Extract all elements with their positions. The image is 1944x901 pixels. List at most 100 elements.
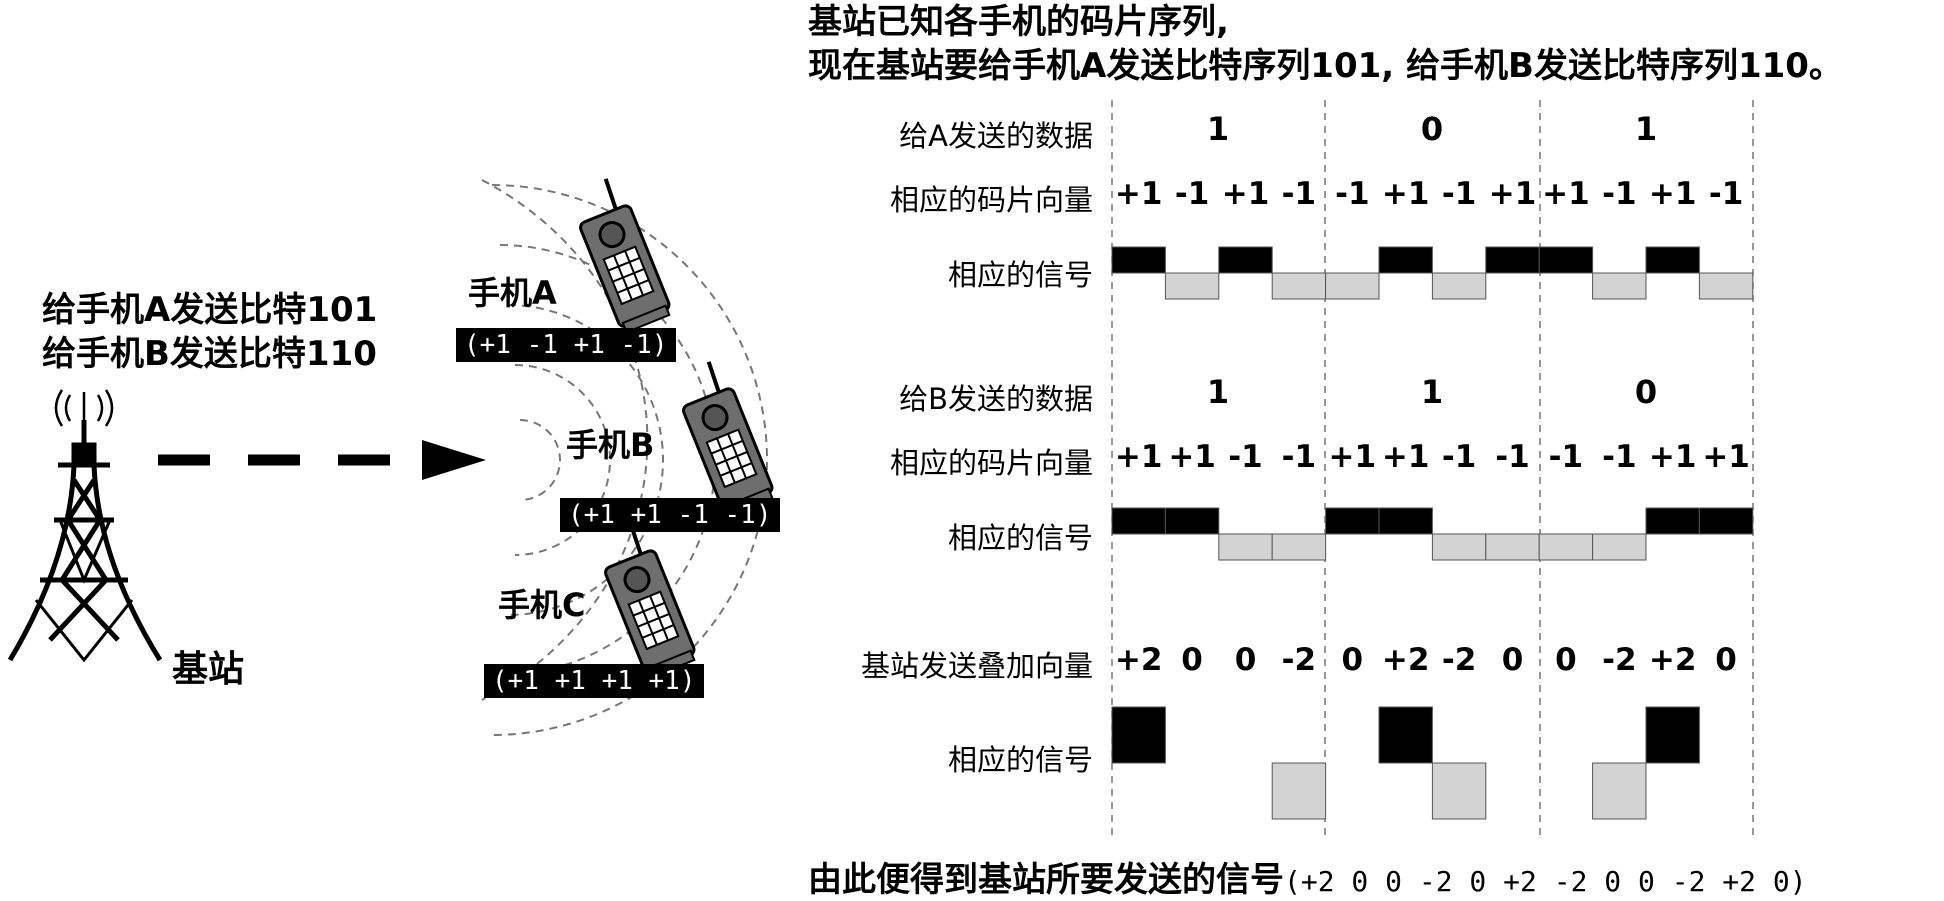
signal-bar xyxy=(1111,246,1166,274)
signal-a-label: 相应的信号 xyxy=(947,258,1093,292)
data-b-label: 给B发送的数据 xyxy=(899,382,1093,416)
sum-row-value: +2 xyxy=(1114,642,1163,678)
phone-a-icon xyxy=(579,178,671,334)
title-line-1: 基站已知各手机的码片序列, xyxy=(808,2,1229,42)
chips-b-row-value: -1 xyxy=(1228,439,1263,475)
chips-b-row-value: -1 xyxy=(1602,439,1637,475)
station-label: 基站 xyxy=(172,649,245,690)
send-a-text: 给手机A发送比特101 xyxy=(42,290,378,330)
title-line-2: 现在基站要给手机A发送比特序列101, 给手机B发送比特序列110。 xyxy=(808,46,1843,86)
bit-a-3: 1 xyxy=(1634,110,1658,148)
signal-bar xyxy=(1698,272,1754,300)
chips-b-row-value: -1 xyxy=(1548,439,1584,475)
chips-b-row-value: +1 xyxy=(1702,439,1750,475)
chips-b-row-value: -1 xyxy=(1495,439,1530,475)
signal-bar xyxy=(1218,246,1273,274)
chips-a-row-value: -1 xyxy=(1174,176,1210,212)
sum-row-value: +2 xyxy=(1648,642,1697,678)
chips-a-row-value: -1 xyxy=(1602,176,1637,212)
signal-bar xyxy=(1271,272,1327,300)
signal-bar xyxy=(1431,533,1487,561)
sum-row-value: -2 xyxy=(1602,642,1637,678)
footer-text: 由此便得到基站所要发送的信号(+2 0 0 -2 0 +2 -2 0 0 -2 … xyxy=(808,852,1807,901)
bit-a-2: 0 xyxy=(1420,110,1444,148)
signal-bar xyxy=(1592,272,1647,300)
signal-bar xyxy=(1645,706,1700,764)
sum-row-value: 0 xyxy=(1715,642,1737,678)
signal-bar xyxy=(1111,507,1166,535)
signal-bar xyxy=(1645,507,1700,535)
chips-a-row-value: +1 xyxy=(1648,176,1697,212)
signal-bar xyxy=(1592,533,1647,561)
signal-waveforms xyxy=(1111,246,1754,820)
signal-bar xyxy=(1538,533,1594,561)
phone-b-code: (+1 +1 -1 -1) xyxy=(560,498,780,532)
chips-a-row-value: +1 xyxy=(1488,176,1537,212)
radio-wave-icon xyxy=(54,389,114,427)
chips-a-row-value: +1 xyxy=(1114,176,1163,212)
phone-b-icon xyxy=(682,361,774,517)
sum-row-value: 0 xyxy=(1555,642,1577,678)
signal-bar xyxy=(1485,246,1540,274)
chips-b-row-value: -1 xyxy=(1441,439,1477,475)
signal-bar xyxy=(1164,507,1220,535)
sum-label: 基站发送叠加向量 xyxy=(860,649,1093,683)
chips-b-row-value: +1 xyxy=(1114,439,1163,475)
chips-a-row-value: +1 xyxy=(1221,176,1270,212)
chips-b-row-value: -1 xyxy=(1281,439,1317,475)
sum-row-value: -2 xyxy=(1281,642,1317,678)
sum-row-value: 0 xyxy=(1501,642,1524,678)
sum-row-value: 0 xyxy=(1234,642,1257,678)
chips-a-row-value: -1 xyxy=(1441,176,1477,212)
signal-bar xyxy=(1485,533,1540,561)
bit-b-2: 1 xyxy=(1420,373,1444,411)
chips-b-row-value: +1 xyxy=(1328,439,1377,475)
signal-bar xyxy=(1538,246,1594,274)
bit-boundaries xyxy=(1111,100,1754,836)
bit-b-3: 0 xyxy=(1634,373,1658,411)
phone-c-code: (+1 +1 +1 +1) xyxy=(484,664,704,698)
sum-row-value: +2 xyxy=(1381,642,1430,678)
chips-a-row-value: -1 xyxy=(1335,176,1370,212)
signal-bar xyxy=(1111,706,1166,764)
chips-b-row-value: +1 xyxy=(1381,439,1430,475)
chips-b-label: 相应的码片向量 xyxy=(889,446,1093,480)
bit-a-1: 1 xyxy=(1206,110,1230,148)
footer-sequence: (+2 0 0 -2 0 +2 -2 0 0 -2 +2 0) xyxy=(1284,865,1807,898)
send-b-text: 给手机B发送比特110 xyxy=(42,334,377,374)
chips-a-row-value: -1 xyxy=(1281,176,1317,212)
signal-bar xyxy=(1431,272,1487,300)
signal-bar xyxy=(1592,762,1647,820)
signal-bar xyxy=(1325,272,1380,300)
chips-a-row-value: +1 xyxy=(1381,176,1430,212)
data-a-label: 给A发送的数据 xyxy=(899,119,1093,153)
signal-bar xyxy=(1164,272,1220,300)
transmit-arrow-icon xyxy=(158,440,486,480)
signal-bar xyxy=(1218,533,1273,561)
chips-b-row-value: +1 xyxy=(1648,439,1697,475)
signal-bar xyxy=(1271,762,1327,820)
signal-bar xyxy=(1698,507,1754,535)
bit-b-1: 1 xyxy=(1206,373,1230,411)
signal-bar xyxy=(1378,246,1433,274)
chips-a-label: 相应的码片向量 xyxy=(889,183,1093,217)
signal-bar xyxy=(1431,762,1487,820)
chips-a-row-value: -1 xyxy=(1708,176,1744,212)
signal-bar xyxy=(1271,533,1327,561)
signal-sum-label: 相应的信号 xyxy=(947,743,1093,777)
phone-c-icon xyxy=(604,523,696,679)
chips-a-row-value: +1 xyxy=(1542,176,1590,212)
chips-b-row-value: +1 xyxy=(1168,439,1216,475)
phone-b-label: 手机B xyxy=(566,426,655,464)
phone-a-label: 手机A xyxy=(468,274,557,312)
sum-row-value: -2 xyxy=(1441,642,1477,678)
sum-row-value: 0 xyxy=(1181,642,1203,678)
signal-bar xyxy=(1378,507,1433,535)
signal-bar xyxy=(1378,706,1433,764)
signal-bar xyxy=(1645,246,1700,274)
signal-b-label: 相应的信号 xyxy=(947,521,1093,555)
phone-a-code: (+1 -1 +1 -1) xyxy=(456,328,676,362)
phone-c-label: 手机C xyxy=(498,586,586,624)
sum-row-value: 0 xyxy=(1341,642,1364,678)
